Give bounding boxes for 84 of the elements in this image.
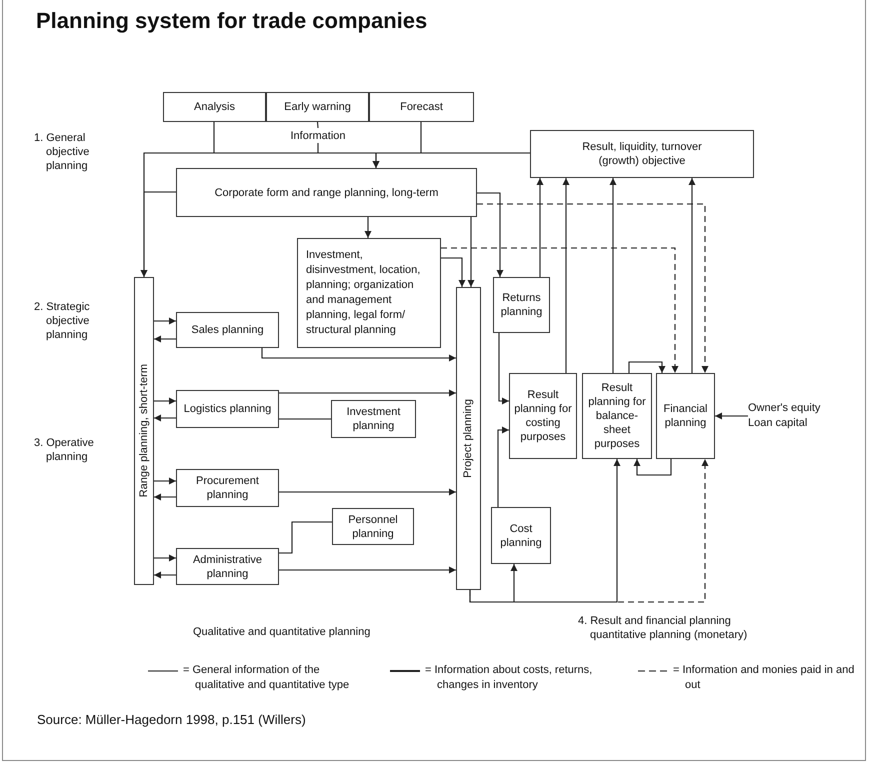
node-text: Logistics planning — [184, 402, 272, 416]
arrow — [634, 459, 672, 476]
arrow — [628, 361, 666, 373]
node-text: Cost planning — [499, 522, 543, 550]
legend-text: = Information and monies paid in and out — [673, 663, 856, 693]
legend-text: = General information of the qualitative and quantitative type — [183, 663, 350, 693]
node-text: Result planning for costing purposes — [513, 388, 573, 444]
caption: Source: Müller-Hagedorn 1998, p.151 (Willers) — [37, 711, 306, 729]
arrow — [154, 398, 176, 404]
arrow — [610, 178, 616, 373]
arrow — [372, 122, 422, 168]
node-text: Information — [290, 128, 346, 142]
arrow — [154, 554, 176, 562]
arrow — [154, 494, 176, 500]
connector-line — [279, 418, 331, 420]
arrow — [688, 178, 696, 373]
process-box — [332, 508, 414, 545]
node-text: Project planning — [462, 399, 475, 478]
arrow — [279, 390, 456, 396]
arrow — [279, 488, 456, 496]
process-box — [176, 312, 279, 348]
process-box — [530, 130, 754, 178]
connector-line — [279, 521, 332, 554]
node-text: Investment planning — [346, 405, 402, 433]
node-text: Result, liquidity, turnover (growth) objective — [581, 140, 703, 168]
process-box — [331, 400, 416, 438]
arrow — [154, 572, 176, 578]
node-text: Procurement planning — [195, 474, 260, 502]
node-text: Range planning, short-term — [138, 364, 150, 498]
arrow — [364, 217, 372, 238]
process-box — [582, 373, 652, 459]
node-text: Financial planning — [662, 402, 709, 430]
arrow — [469, 459, 620, 603]
process-box — [509, 373, 577, 459]
arrow — [441, 247, 678, 373]
arrow — [477, 192, 504, 277]
process-box — [656, 373, 715, 459]
arrow — [261, 348, 456, 362]
node-text: Administrative planning — [192, 552, 264, 580]
node-text: Early warning — [284, 100, 351, 114]
node-text: Analysis — [194, 100, 235, 114]
process-box — [369, 92, 474, 122]
process-box — [176, 548, 279, 585]
arrow — [441, 257, 466, 287]
process-box — [176, 390, 279, 428]
process-box — [456, 287, 481, 590]
node-text: Corporate form and range planning, long-term — [214, 186, 438, 200]
arrow — [469, 459, 708, 603]
section-label: 3. Operative planning — [34, 436, 95, 464]
node-text: Sales planning — [191, 323, 264, 337]
node-text: Forecast — [400, 100, 443, 114]
arrow — [154, 336, 176, 342]
node-text: Result planning for balance-sheet purposes — [587, 381, 647, 451]
process-box — [176, 469, 279, 507]
connector-line — [316, 122, 319, 128]
arrow — [154, 318, 176, 324]
process-box — [176, 168, 477, 217]
section-label: 2. Strategic objective planning — [34, 300, 91, 342]
arrow — [498, 333, 509, 404]
process-box — [491, 507, 551, 564]
node-text: Returns planning — [500, 291, 544, 319]
arrow — [477, 203, 708, 373]
process-box — [134, 277, 154, 585]
arrow — [715, 412, 748, 420]
process-box — [266, 92, 369, 122]
process-box — [297, 238, 441, 348]
arrow — [468, 217, 474, 287]
process-box — [493, 277, 550, 333]
section-label: 4. Result and financial planning quantitative planning (monetary) — [578, 614, 748, 642]
section-label: 1. General objective planning — [34, 131, 90, 173]
node-text: Owner's equity Loan capital — [748, 401, 822, 431]
section-label: Qualitative and quantitative planning — [193, 625, 372, 639]
process-box — [163, 92, 266, 122]
arrow — [562, 178, 570, 373]
node-text: Investment, disinvestment, location, planning; organization and management planning, legal form/ structural planning — [306, 248, 422, 338]
arrow — [140, 191, 176, 277]
node-text: Personnel planning — [347, 512, 399, 540]
arrow — [536, 178, 544, 277]
title: Planning system for trade companies — [36, 8, 428, 34]
legend-text: = Information about costs, returns, changes in inventory — [425, 663, 594, 693]
arrow — [279, 566, 456, 574]
arrow — [154, 478, 176, 484]
arrow — [154, 414, 176, 422]
arrow — [497, 426, 509, 507]
